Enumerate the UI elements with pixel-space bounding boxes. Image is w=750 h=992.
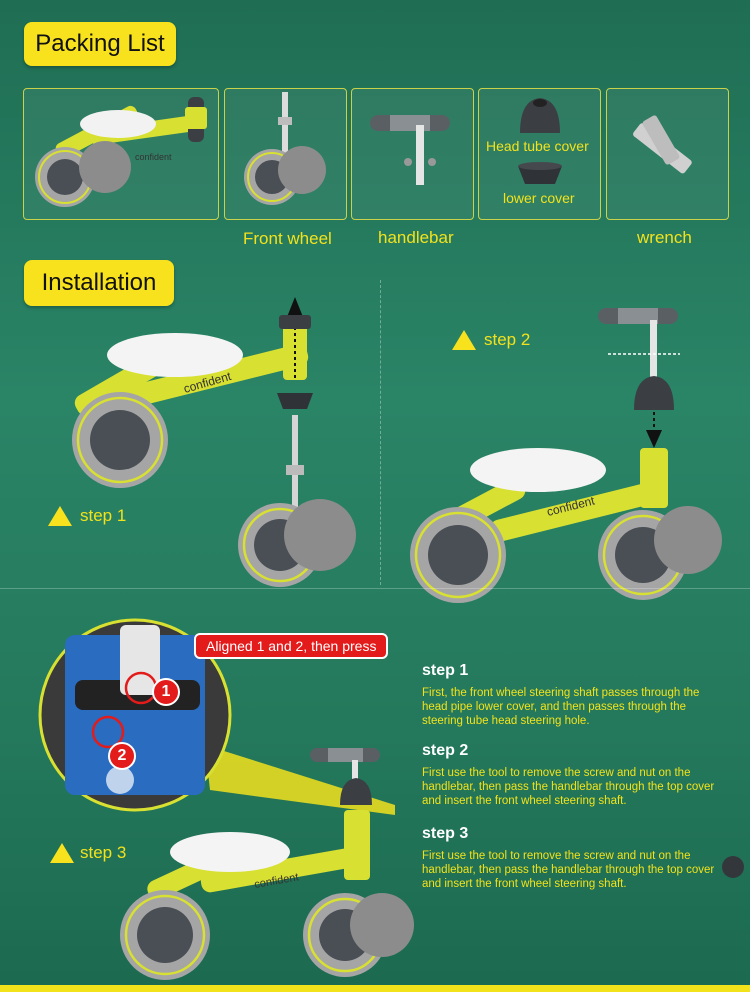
handlebar-image — [370, 115, 450, 185]
instruction-step1-text: First, the front wheel steering shaft pa… — [422, 687, 700, 727]
step2-label: step 2 — [484, 330, 531, 349]
front-wheel-image — [244, 92, 326, 205]
lower-cover-label: lower cover — [503, 190, 575, 206]
wrench-label: wrench — [637, 228, 692, 247]
installation-title: Installation — [24, 260, 174, 306]
wrench-image — [633, 115, 692, 174]
instruction-step3-title: step 3 — [422, 825, 469, 842]
step1-bike-image: confident — [72, 297, 356, 587]
instruction-step2-title: step 2 — [422, 742, 469, 759]
instruction-step3-text: First use the tool to remove the screw a… — [422, 850, 715, 890]
head-tube-cover-label: Head tube cover — [486, 138, 589, 154]
pack-box-handlebar — [351, 88, 474, 220]
brand-text: confident — [135, 152, 172, 162]
step3-marker — [50, 843, 74, 863]
instruction-step2-text: First use the tool to remove the screw a… — [422, 767, 715, 807]
step3-label: step 3 — [80, 843, 127, 862]
align-mark-1: 1 — [152, 678, 180, 706]
decorative-ball — [722, 856, 744, 878]
step3-zoom-image — [38, 618, 395, 815]
handlebar-label: handlebar — [378, 228, 454, 247]
instruction-step1-title: step 1 — [422, 662, 469, 679]
divider-vertical — [380, 280, 381, 585]
divider-horizontal — [0, 588, 750, 589]
step2-marker — [452, 330, 476, 350]
step3-bike-image: confident — [120, 748, 414, 980]
bottom-strip — [0, 985, 750, 992]
packing-list-title: Packing List — [24, 22, 176, 66]
lower-cover-image — [518, 162, 562, 184]
align-mark-2: 2 — [108, 742, 136, 770]
step2-bike-image: confident — [410, 308, 722, 603]
front-wheel-label: Front wheel — [243, 229, 332, 248]
step1-label: step 1 — [80, 506, 127, 525]
step1-marker — [48, 506, 72, 526]
head-tube-cover-image — [520, 98, 560, 133]
bike-body-image: confident — [35, 97, 207, 207]
aligned-tag: Aligned 1 and 2, then press — [194, 633, 389, 659]
